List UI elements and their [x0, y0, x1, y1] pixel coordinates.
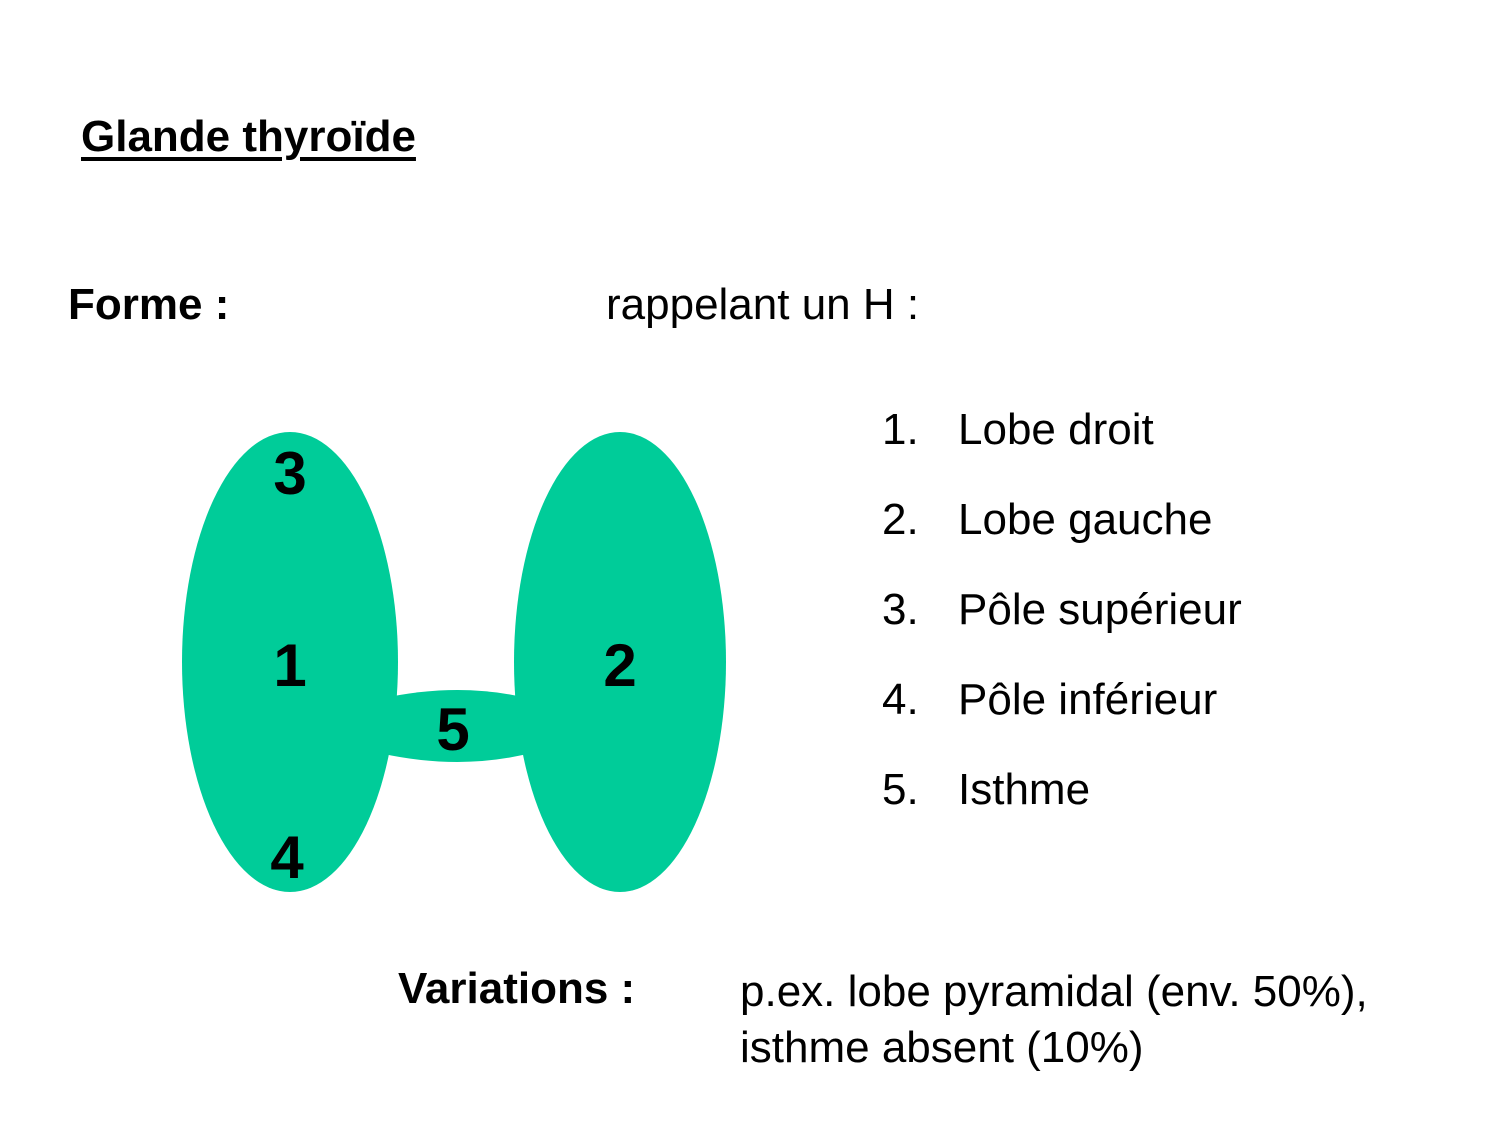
label-isthme: 5: [436, 696, 470, 763]
label-pole-superieur: 3: [273, 440, 307, 507]
variations-label: Variations :: [398, 964, 636, 1013]
label-pole-inferieur: 4: [270, 824, 304, 891]
legend-label: Isthme: [958, 765, 1091, 814]
legend-label: Lobe droit: [958, 405, 1154, 454]
variations-line-2: isthme absent (10%): [740, 1023, 1144, 1072]
legend-number: 3.: [882, 585, 919, 634]
legend-number: 5.: [882, 765, 919, 814]
variations-text: p.ex. lobe pyramidal (env. 50%), isthme …: [740, 964, 1368, 1076]
page-title: Glande thyroïde: [81, 112, 416, 161]
variations-line-1: p.ex. lobe pyramidal (env. 50%),: [740, 967, 1368, 1016]
legend-label: Pôle inférieur: [958, 675, 1218, 724]
lobe-droit-shape: [182, 432, 398, 892]
legend-number: 2.: [882, 495, 919, 544]
label-lobe-gauche: 2: [603, 632, 637, 699]
legend-label: Pôle supérieur: [958, 585, 1242, 634]
label-lobe-droit: 1: [273, 632, 307, 699]
forme-description: rappelant un H :: [606, 280, 920, 329]
legend-number: 4.: [882, 675, 919, 724]
isthmus-shape: [375, 690, 535, 762]
forme-label: Forme :: [68, 280, 230, 329]
legend-label: Lobe gauche: [958, 495, 1213, 544]
lobe-gauche-shape: [514, 432, 726, 892]
legend-number: 1.: [882, 405, 919, 454]
